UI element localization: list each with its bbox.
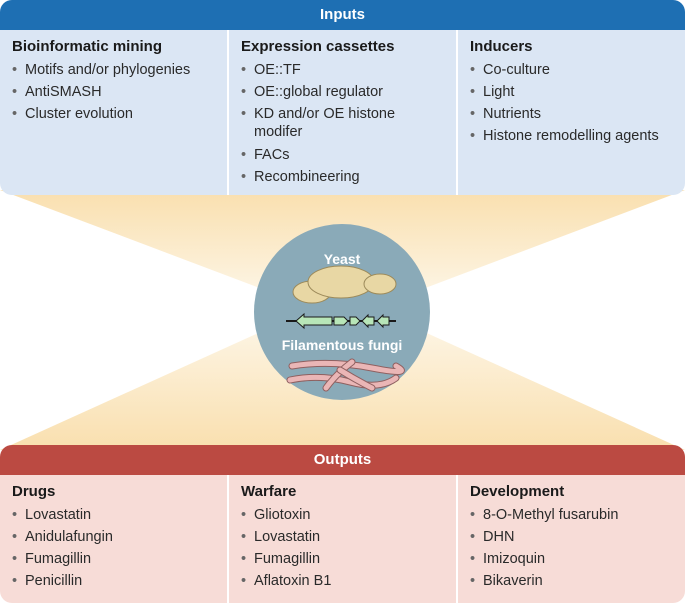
list-item: AntiSMASH <box>12 81 217 103</box>
yeast-label: Yeast <box>324 251 361 267</box>
organism-circle <box>254 224 430 400</box>
outputs-column-development: Development 8-O-Methyl fusarubin DHN Imi… <box>458 475 685 603</box>
outputs-header: Outputs <box>0 445 685 475</box>
inputs-panel: Inputs Bioinformatic mining Motifs and/o… <box>0 0 685 195</box>
list-item: OE::TF <box>241 59 446 81</box>
list-item: Light <box>470 81 675 103</box>
list-item: Bikaverin <box>470 570 675 592</box>
list-item: Cluster evolution <box>12 103 217 125</box>
outputs-panel: Outputs Drugs Lovastatin Anidulafungin F… <box>0 445 685 603</box>
list-item: DHN <box>470 526 675 548</box>
inputs-header: Inputs <box>0 0 685 30</box>
list-item: Recombineering <box>241 166 446 188</box>
list-item: Aflatoxin B1 <box>241 570 446 592</box>
list-item: Nutrients <box>470 103 675 125</box>
column-title: Development <box>470 483 565 500</box>
column-title: Bioinformatic mining <box>12 38 162 55</box>
list-item: Lovastatin <box>12 504 217 526</box>
outputs-column-warfare: Warfare Gliotoxin Lovastatin Fumagillin … <box>229 475 458 603</box>
yeast-cells-icon <box>292 265 397 304</box>
filamentous-fungi-label: Filamentous fungi <box>282 337 403 353</box>
column-title: Drugs <box>12 483 56 500</box>
column-title: Inducers <box>470 38 533 55</box>
list-item: Anidulafungin <box>12 526 217 548</box>
gene-cluster-icon <box>286 312 396 330</box>
hyphae-icon <box>286 358 405 392</box>
list-item: KD and/or OE histone modifer <box>241 105 446 141</box>
column-title: Warfare <box>241 483 297 500</box>
inputs-column-expression: Expression cassettes OE::TF OE::global r… <box>229 30 458 195</box>
inputs-column-bioinformatic: Bioinformatic mining Motifs and/or phylo… <box>0 30 229 195</box>
list-item: Lovastatin <box>241 526 446 548</box>
column-title: Expression cassettes <box>241 38 395 55</box>
list-item: 8-O-Methyl fusarubin <box>470 504 675 526</box>
list-item: Gliotoxin <box>241 504 446 526</box>
list-item: Motifs and/or phylogenies <box>12 59 217 81</box>
list-item: Fumagillin <box>241 548 446 570</box>
list-item: Imizoquin <box>470 548 675 570</box>
list-item: Histone remodelling agents <box>470 127 675 145</box>
list-item: Co-culture <box>470 59 675 81</box>
list-item: Penicillin <box>12 570 217 592</box>
list-item: FACs <box>241 144 446 166</box>
inputs-column-inducers: Inducers Co-culture Light Nutrients Hist… <box>458 30 685 195</box>
outputs-column-drugs: Drugs Lovastatin Anidulafungin Fumagilli… <box>0 475 229 603</box>
list-item: Fumagillin <box>12 548 217 570</box>
list-item: OE::global regulator <box>241 81 446 103</box>
